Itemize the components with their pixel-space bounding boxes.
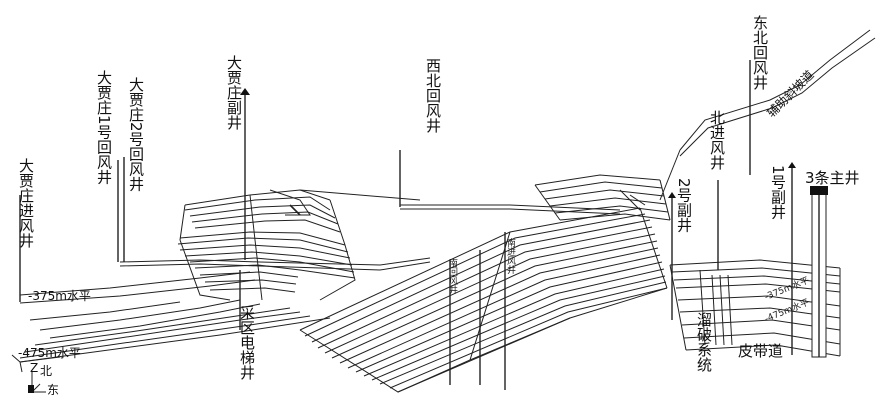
label-aux-shaft-2: 2号副井: [675, 178, 693, 234]
shafts: [19, 60, 828, 390]
label-level-375-left: -375m水平: [28, 289, 91, 303]
label-north-intake: 北进风井: [708, 110, 726, 171]
shaft-dajiazhuang-aux-head: [240, 88, 250, 95]
label-dajiazhuang-aux: 大贾庄副井: [225, 55, 243, 131]
label-dajiazhuang-intake: 大贾庄进风井: [17, 158, 35, 249]
label-belt-road: 皮带道: [738, 342, 783, 360]
compass-north-label: 北: [40, 364, 52, 378]
label-main-shaft-3: 3条主井: [805, 169, 860, 187]
label-aux-incline: 辅助斜坡道: [764, 68, 816, 120]
left-mine-block: [177, 189, 356, 301]
left-level-375-plate: [11, 271, 331, 373]
label-level-475-left: -475m水平: [18, 346, 81, 360]
shaft-aux-2-head: [668, 192, 676, 198]
label-northeast-return: 东北回风井: [751, 15, 769, 91]
label-chute-system: 溜破系统: [695, 312, 713, 373]
compass-z-label: Z: [30, 361, 38, 375]
label-dajiazhuang-2-return: 大贾庄2号回风井: [127, 77, 145, 193]
label-aux-shaft-1: 1号副井: [769, 165, 787, 221]
compass-origin: [28, 385, 34, 393]
shaft-aux-1-head: [788, 162, 796, 168]
label-south-return: 南回风井: [447, 257, 458, 295]
connecting-drifts: [119, 29, 876, 271]
label-south-intake: 南进风井: [505, 237, 516, 275]
label-northwest-return: 西北回风井: [424, 58, 442, 134]
text-labels: 大贾庄进风井 大贾庄1号回风井 大贾庄2号回风井 大贾庄副井 西北回风井 东北回…: [17, 15, 860, 381]
compass: Z 北 东: [28, 361, 59, 397]
label-mining-elevator: 采区电梯井: [238, 305, 256, 381]
compass-east-label: 东: [47, 383, 59, 397]
label-dajiazhuang-1-return: 大贾庄1号回风井: [95, 70, 113, 186]
central-plate: [299, 174, 671, 393]
shaft-main-3-head: [810, 186, 828, 195]
